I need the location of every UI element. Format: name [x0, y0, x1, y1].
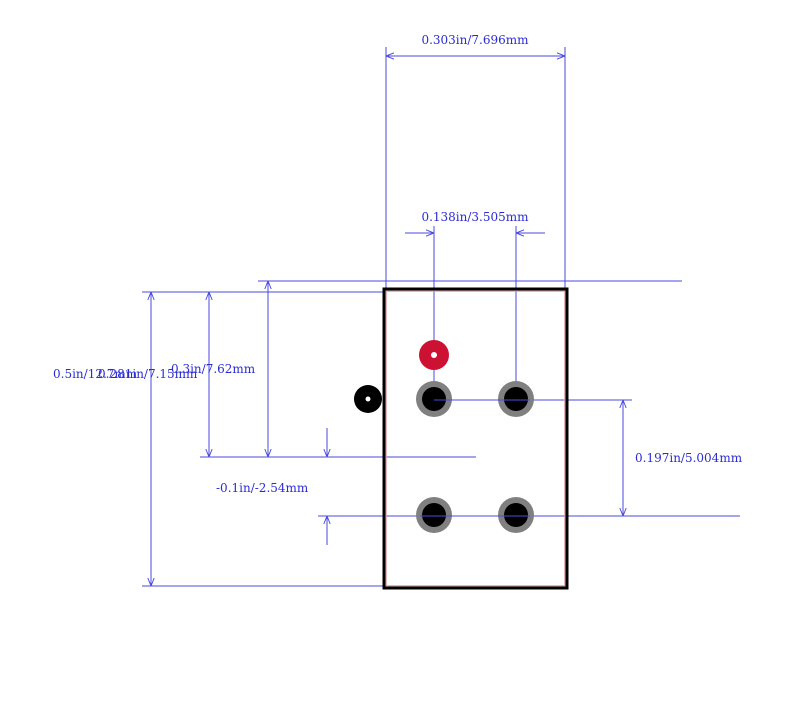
overall-width-label: 0.303in/7.696mm: [421, 33, 529, 47]
overall-height-label: 0.5in/12.7mm: [53, 367, 138, 381]
body-height-label: 0.281in/7.15mm: [98, 367, 198, 381]
dimension-pin-pitch-y: 0.197in/5.004mm: [434, 399, 743, 516]
pad: [416, 497, 452, 533]
pin-pitch-y-label: 0.197in/5.004mm: [635, 451, 743, 465]
component-body-edge: [385, 290, 566, 587]
mounting-hole: [354, 385, 382, 413]
dimension-overall-height: 0.5in/12.7mm 0.281in/7.15mm: [53, 291, 384, 587]
dimension-pin1-height: 0.3in/7.62mm: [171, 281, 476, 458]
pin1-pad: [419, 340, 449, 370]
dimension-overall-width: 0.303in/7.696mm: [385, 33, 566, 290]
dimension-pin-pitch-x: 0.138in/3.505mm: [405, 210, 545, 400]
pin1-offset-label: -0.1in/-2.54mm: [216, 481, 309, 495]
pin1-height-label: 0.3in/7.62mm: [171, 362, 256, 376]
dimension-pin1-offset: -0.1in/-2.54mm: [216, 428, 740, 545]
component-outline: [382, 287, 569, 590]
pad: [416, 381, 452, 417]
pad: [498, 497, 534, 533]
pad: [498, 381, 534, 417]
pin-pitch-x-label: 0.138in/3.505mm: [421, 210, 529, 224]
